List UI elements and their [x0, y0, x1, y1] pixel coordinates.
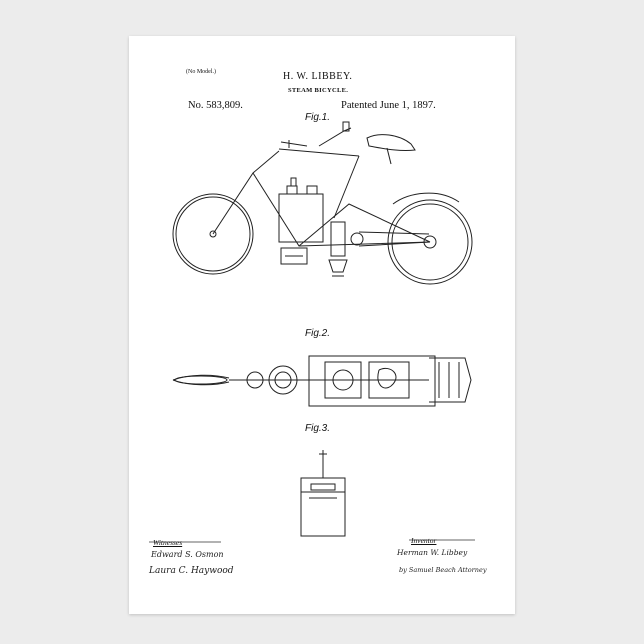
figure-3-drawing: [301, 450, 345, 536]
attorney-signature: by Samuel Beach Attorney: [399, 566, 487, 574]
figure-1-drawing: [173, 122, 472, 284]
inventor-signature: Herman W. Libbey: [397, 548, 467, 557]
patent-drawings: [129, 36, 515, 614]
witness-signature-2: Laura C. Haywood: [149, 566, 234, 576]
inventor-label: Inventor: [411, 536, 436, 545]
figure-2-drawing: [173, 356, 471, 406]
witness-signature-1: Edward S. Osmon: [151, 550, 224, 559]
patent-poster: (No Model.) H. W. LIBBEY. STEAM BICYCLE.…: [129, 36, 515, 614]
witnesses-label: Witnesses: [153, 538, 182, 547]
